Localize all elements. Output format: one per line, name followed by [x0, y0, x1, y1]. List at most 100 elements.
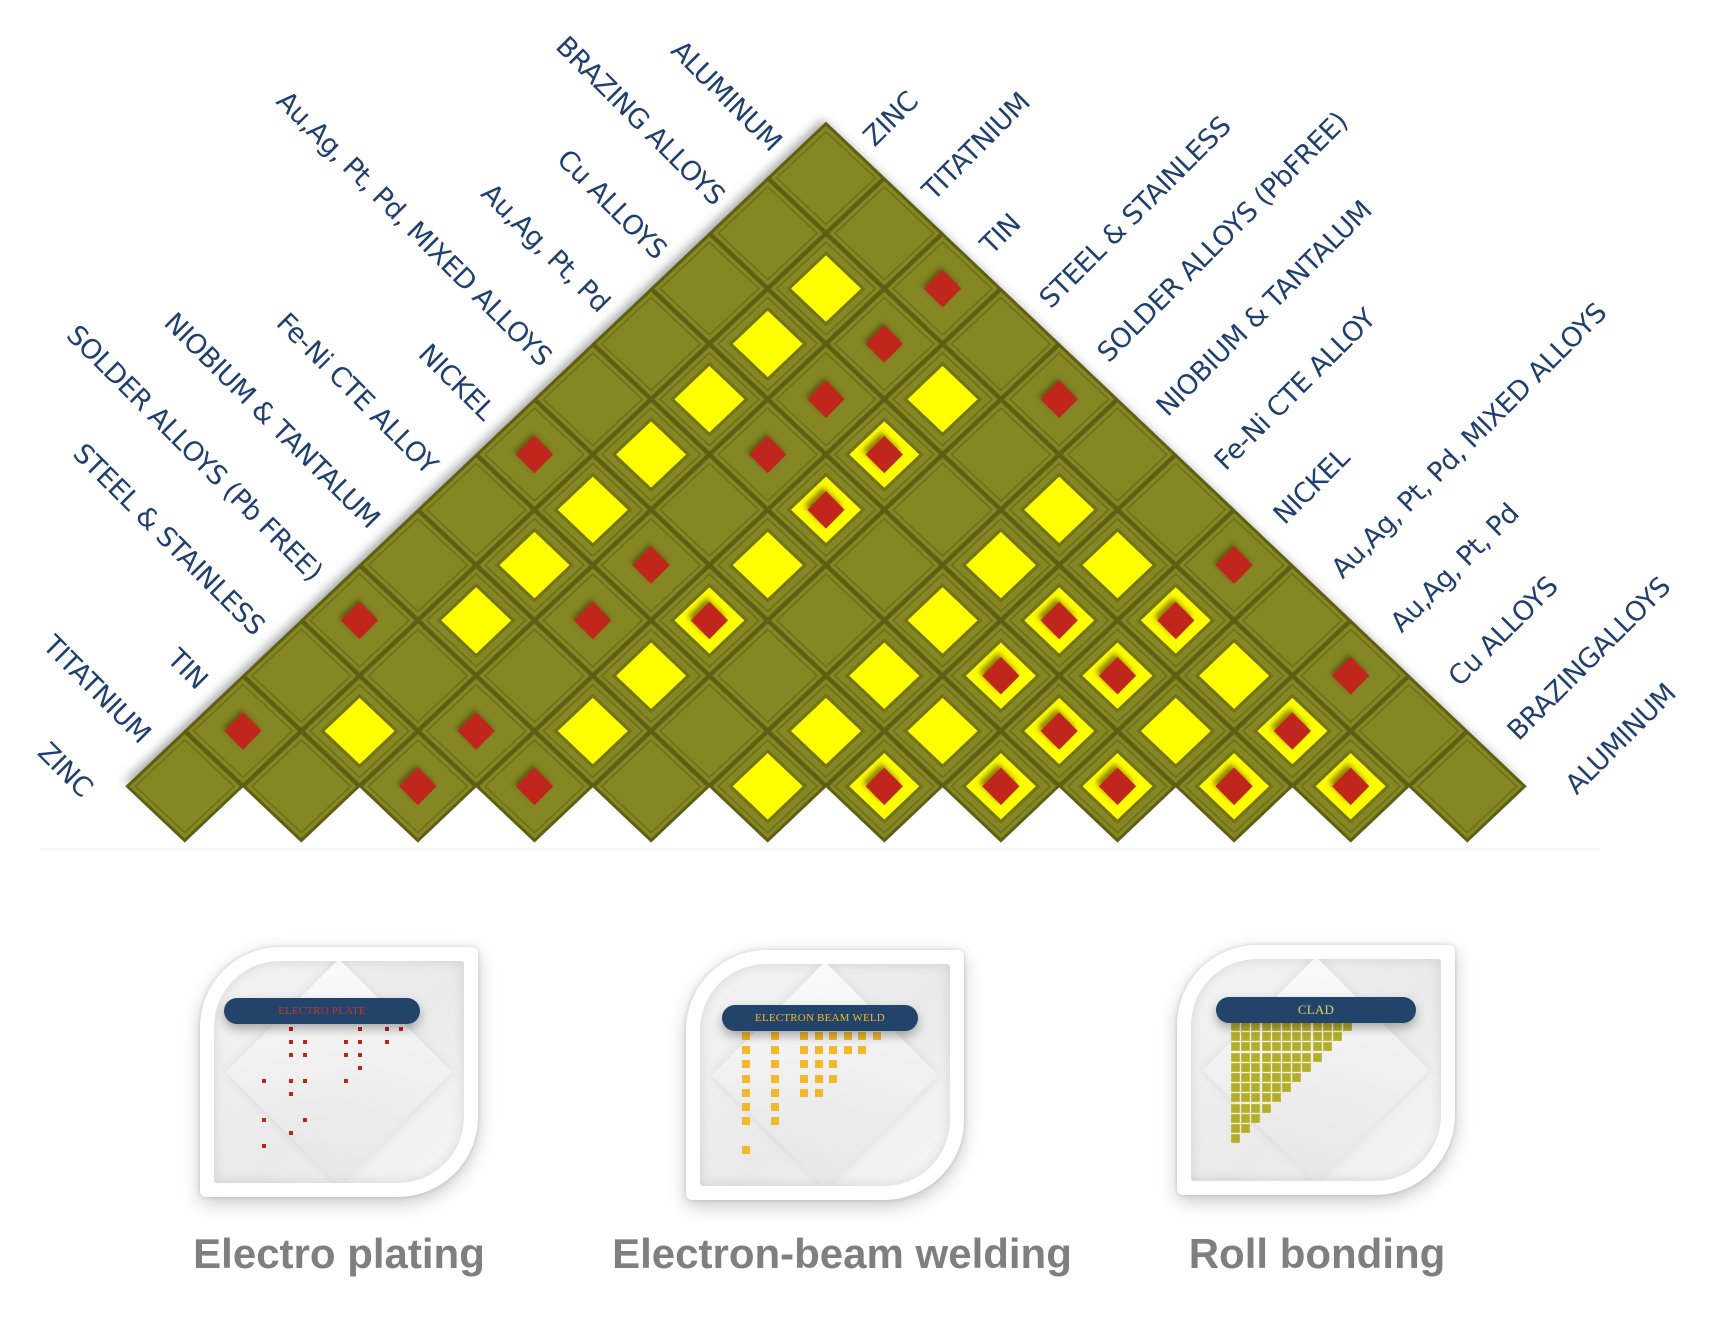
matrix-cell	[1058, 729, 1177, 843]
mini-clad-cell	[1261, 1032, 1271, 1042]
mini-square	[814, 1046, 823, 1055]
mini-dot	[385, 1040, 390, 1044]
cell-bevel	[1125, 683, 1227, 779]
mini-dot	[385, 1027, 390, 1031]
red-marker	[457, 712, 495, 750]
cell-bevel	[1067, 517, 1168, 613]
yellow-marker	[1199, 642, 1270, 709]
mini-dot	[303, 1118, 308, 1122]
mini-clad-cell	[1322, 1042, 1332, 1052]
matrix-cell	[883, 564, 1003, 677]
mini-dot	[303, 1079, 308, 1083]
mini-clad-cell	[1302, 1052, 1312, 1062]
cell-bevel	[1183, 517, 1285, 613]
cell-bevel	[484, 517, 585, 613]
yellow-marker	[557, 697, 628, 765]
mini-clad-cell	[1231, 1042, 1240, 1052]
cell-bevel	[1242, 683, 1343, 779]
yellow-marker	[616, 642, 687, 709]
cell-bevel	[1008, 462, 1110, 558]
mini-clad-cell	[1251, 1062, 1261, 1072]
red-marker	[982, 767, 1020, 806]
mini-dot	[262, 1079, 266, 1083]
mini-clad-cell	[1231, 1073, 1240, 1082]
mini-clad-cell	[1271, 1073, 1281, 1082]
cell-bevel	[1125, 573, 1227, 668]
mini-clad-cell	[1271, 1052, 1281, 1062]
cell-bevel	[600, 738, 702, 834]
red-marker	[1215, 546, 1253, 584]
clad-pill: CLAD	[1216, 997, 1416, 1023]
matrix-cell	[358, 729, 478, 843]
caption-electro-plating: Electro plating	[193, 1230, 485, 1277]
yellow-marker	[907, 366, 978, 433]
cell-bevel	[775, 351, 877, 447]
mini-clad-cell	[1241, 1062, 1251, 1072]
mini-clad-cell	[1261, 1052, 1271, 1062]
mini-clad-cell	[1251, 1052, 1261, 1062]
cell-bevel	[717, 738, 819, 834]
mini-square	[829, 1060, 837, 1069]
mini-dot	[344, 1053, 349, 1057]
red-marker	[1273, 712, 1312, 750]
mini-clad-cell	[1231, 1022, 1240, 1031]
mini-clad-cell	[1251, 1022, 1261, 1031]
mini-clad-cell	[1241, 1124, 1251, 1133]
cell-bevel	[950, 407, 1052, 502]
yellow-marker	[732, 531, 803, 599]
mini-clad-cell	[1333, 1022, 1342, 1031]
mini-clad-cell	[1292, 1052, 1302, 1062]
yellow-marker	[557, 476, 628, 543]
mini-square	[800, 1074, 808, 1083]
cell-bevel	[484, 407, 585, 502]
electron-beam-welding-panel: ELECTRON BEAM WELD	[686, 950, 964, 1200]
cell-bevel	[1008, 573, 1110, 668]
mini-square	[814, 1074, 823, 1083]
matrix-cells	[125, 121, 1527, 843]
red-marker	[690, 601, 729, 640]
cell-bevel	[892, 573, 993, 668]
cell-bevel	[600, 628, 702, 724]
matrix-cell	[1407, 729, 1527, 843]
mini-clad-cell	[1251, 1083, 1261, 1093]
red-marker	[1098, 767, 1137, 806]
electro-plating-panel: ELECTRO PLATE	[200, 947, 478, 1197]
cell-bevel	[1183, 628, 1285, 724]
yellow-marker	[791, 697, 861, 765]
cell-bevel	[425, 462, 527, 558]
red-marker	[224, 712, 262, 750]
mini-square	[742, 1060, 750, 1069]
mini-clad-cell	[1261, 1022, 1271, 1031]
cell-bevel	[1183, 738, 1285, 834]
mini-square	[771, 1046, 779, 1055]
red-marker	[1215, 767, 1253, 806]
cell-bevel	[425, 683, 527, 779]
yellow-marker	[849, 642, 920, 709]
cell-bevel	[950, 517, 1052, 613]
mini-clad-cell	[1231, 1083, 1240, 1093]
yellow-marker	[791, 255, 861, 322]
cell-bevel	[950, 738, 1052, 834]
red-marker	[1040, 380, 1078, 419]
mini-clad-cell	[1302, 1032, 1312, 1042]
mini-clad-cell	[1271, 1022, 1281, 1031]
mini-clad-cell	[1292, 1022, 1302, 1031]
cell-bevel	[367, 517, 469, 613]
mini-clad-cell	[1231, 1124, 1240, 1133]
red-marker	[1157, 601, 1195, 640]
mini-clad-cell	[1261, 1042, 1271, 1052]
mini-square	[742, 1046, 750, 1055]
cell-bevel	[892, 241, 993, 336]
cell-diamond	[241, 729, 361, 843]
mini-dot	[357, 1027, 362, 1031]
cell-bevel	[250, 738, 352, 834]
cell-bevel	[950, 296, 1052, 392]
mini-dot	[262, 1118, 266, 1122]
cell-bevel	[1242, 573, 1343, 668]
mini-clad-cell	[1282, 1022, 1291, 1031]
matrix-cell	[708, 729, 828, 843]
cell-bevel	[833, 628, 935, 724]
red-marker	[1040, 712, 1078, 750]
yellow-marker	[907, 587, 978, 654]
mini-clad-cell	[1261, 1103, 1271, 1113]
